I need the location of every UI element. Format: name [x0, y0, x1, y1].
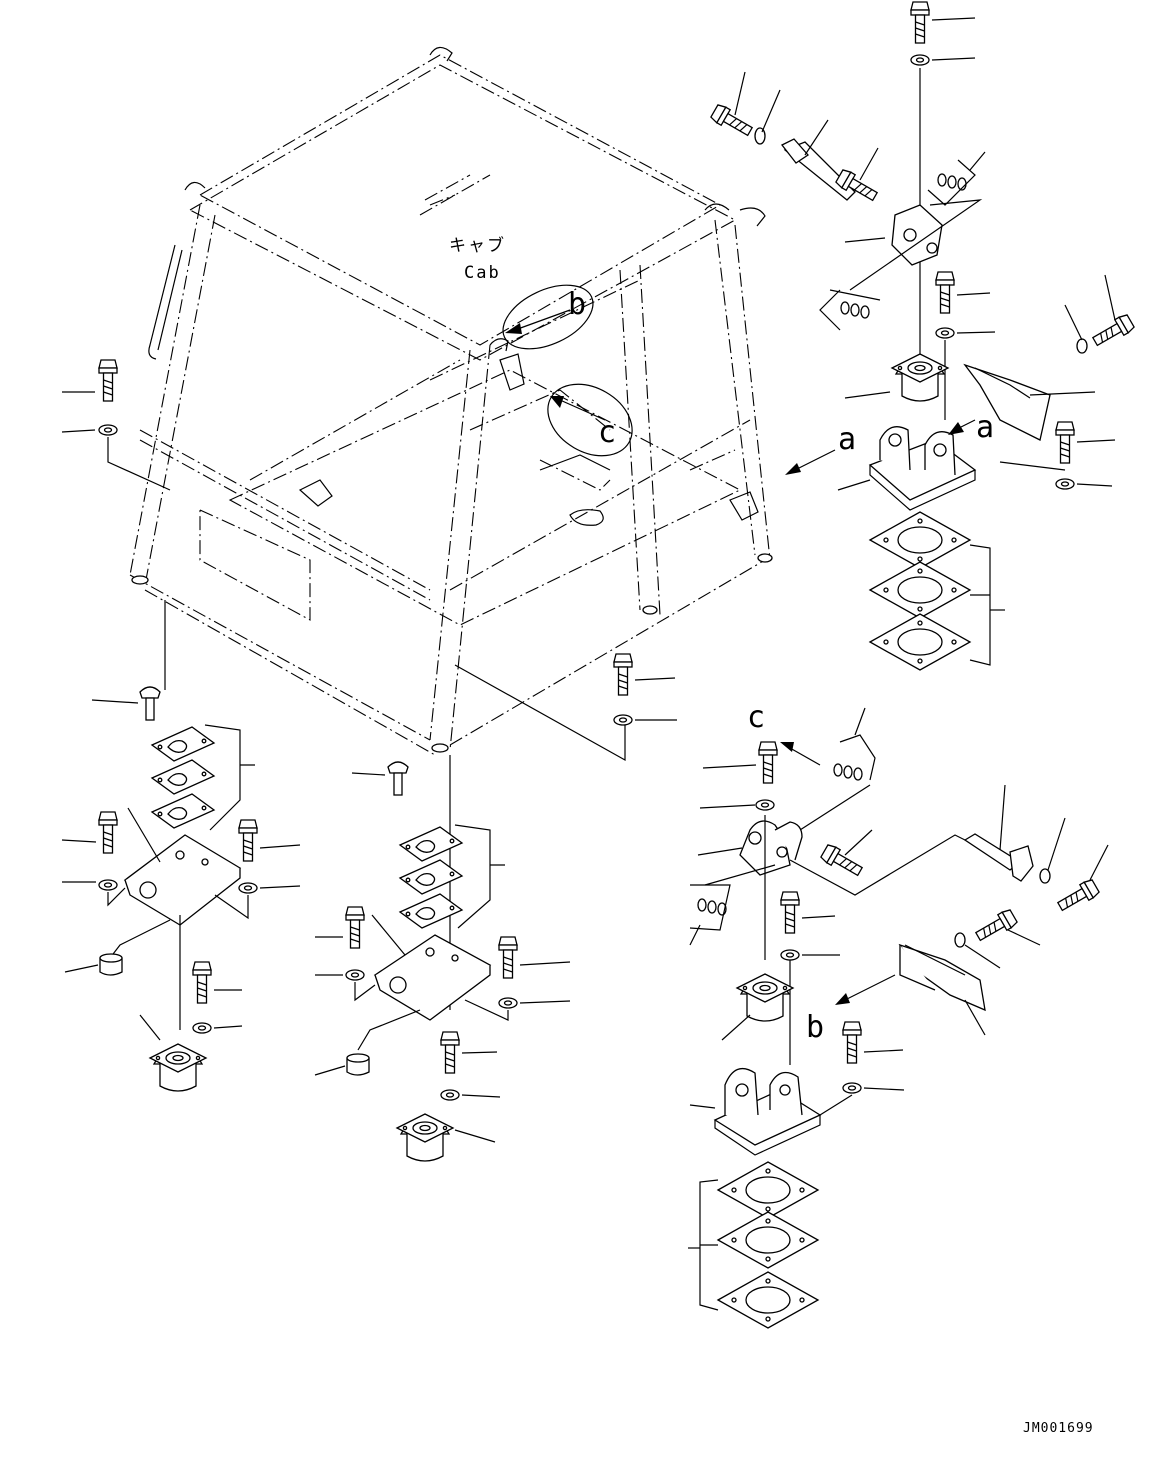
view-b-balloon — [502, 284, 594, 350]
center-assembly — [314, 653, 677, 1162]
drawing-code: JM001699 — [1023, 1421, 1094, 1436]
view-a-label-1: a — [838, 422, 857, 457]
view-c-balloon — [547, 383, 633, 457]
view-b-label-1: b — [568, 287, 587, 322]
cab-frame — [129, 46, 773, 756]
view-c-label-2: c — [747, 700, 766, 735]
bottom-right-assembly — [688, 707, 1109, 1329]
left-assembly — [61, 359, 301, 1092]
view-c-label-1: c — [598, 415, 617, 450]
cab-label-en: Cab — [464, 263, 501, 283]
view-a-label-2: a — [976, 410, 995, 445]
cab-label-jp: キャブ — [449, 236, 506, 256]
top-right-assembly — [709, 1, 1136, 671]
view-b-label-2: b — [806, 1010, 825, 1045]
view-a-arrow — [785, 449, 836, 475]
